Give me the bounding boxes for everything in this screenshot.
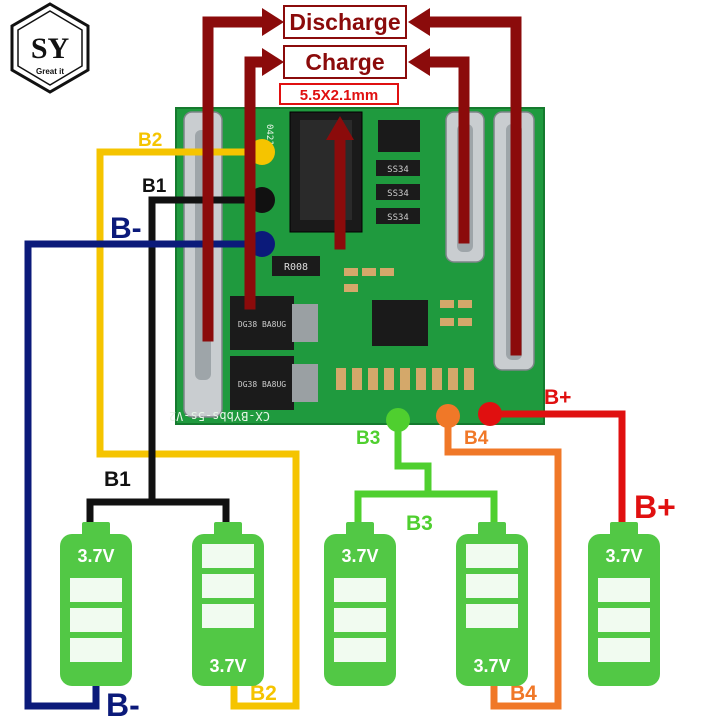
b-minus-wire [24,240,266,710]
battery-label-bg [462,652,522,678]
charge-path [244,48,470,310]
battery-level-bar [334,578,386,602]
logo-letters: SY [31,32,70,65]
diode-label-1: SS34 [387,165,409,175]
battery-level-bar [202,544,254,568]
battery-label-bg [594,542,654,568]
b3-board-label: B3 [356,428,380,449]
ic-top [378,120,420,152]
b-plus-board-label: B+ [544,386,571,409]
battery-label-bg [330,542,390,568]
board-silkscreen: CX-BYbbs-5s-V2 [169,409,270,423]
discharge-arrowhead-right [408,8,430,36]
battery-cell: 3.7V [324,522,396,686]
logo-tagline: Great it [36,67,64,76]
shunt-resistor [272,256,320,276]
battery-level-bar [70,578,122,602]
battery-voltage-label: 3.7V [77,546,114,566]
diode-group: SS34 SS34 SS34 [376,160,420,224]
battery-terminal [478,522,506,536]
board-code: 0421 [264,124,274,146]
battery-voltage-label: 3.7V [209,656,246,676]
battery-level-bar [334,608,386,632]
brand-logo: SY Great it [10,2,90,94]
b-plus-right-label: B+ [634,489,676,525]
jack-size-box: 5.5X2.1mm [279,83,399,105]
b3-wire [354,416,498,526]
b1-mid-label: B1 [104,468,131,491]
battery-level-bar [466,574,518,598]
b3-mid-label: B3 [406,512,433,535]
b2-top-label: B2 [138,130,162,151]
charge-arrowhead-right [408,48,430,76]
charge-box: Charge [283,45,407,79]
battery-level-bar [334,638,386,662]
battery-terminal [214,522,242,536]
battery-terminal [610,522,638,536]
battery-voltage-label: 3.7V [605,546,642,566]
battery-level-bar [70,608,122,632]
b2-wire [96,148,300,710]
battery-cell: 3.7V [588,522,660,686]
shunt-label: R008 [284,262,308,273]
b-minus-top-label: B- [110,212,142,245]
battery-cell: 3.7V [60,522,132,686]
b4-wire [444,414,562,710]
discharge-label: Discharge [289,9,400,35]
charge-label: Charge [305,49,384,75]
diode-label-3: SS34 [387,213,409,223]
b2-bottom-label: B2 [250,682,277,705]
battery-label-bg [66,542,126,568]
battery-cell: 3.7V [192,522,264,686]
battery-level-bar [598,638,650,662]
battery-level-bar [598,608,650,632]
main-ic [372,300,428,346]
discharge-box: Discharge [283,5,407,39]
mosfet-lower: DG38 BA8UG [230,356,318,410]
battery-level-bar [202,574,254,598]
battery-cells: 3.7V 3.7V 3.7V 3.7V 3.7V [60,522,660,686]
b4-bottom-label: B4 [510,682,537,705]
battery-terminal [346,522,374,536]
battery-voltage-label: 3.7V [341,546,378,566]
battery-level-bar [466,604,518,628]
jack-size-label: 5.5X2.1mm [300,87,378,104]
smd-components [336,268,474,390]
battery-terminal [82,522,110,536]
b-plus-wire [486,410,626,526]
b-minus-bottom-label: B- [106,687,140,720]
discharge-arrowhead-left [262,8,284,36]
charge-arrowhead-jack [326,116,354,140]
pad-b3 [386,408,410,432]
battery-level-bar [598,578,650,602]
battery-cell: 3.7V [456,522,528,686]
battery-level-bar [70,638,122,662]
battery-level-bar [466,544,518,568]
charge-arrowhead-left [262,48,284,76]
b1-wire [86,196,266,526]
pad-b4 [436,404,460,428]
mosfet-lower-label: DG38 BA8UG [238,380,286,389]
battery-label-bg [198,652,258,678]
discharge-path [202,8,522,356]
b4-board-label: B4 [464,428,489,449]
diode-label-2: SS34 [387,189,409,199]
mosfet-upper-label: DG38 BA8UG [238,320,286,329]
mosfet-upper: DG38 BA8UG [230,296,318,350]
pad-b-plus [478,402,502,426]
battery-voltage-label: 3.7V [473,656,510,676]
b1-top-label: B1 [142,176,167,197]
battery-level-bar [202,604,254,628]
